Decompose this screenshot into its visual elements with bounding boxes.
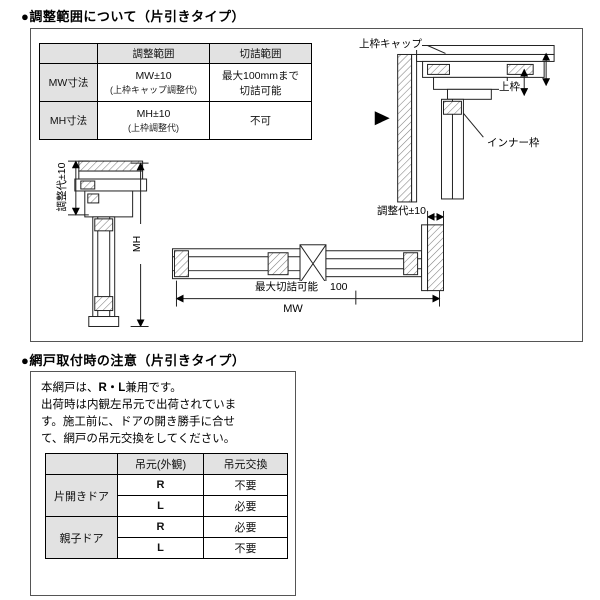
adjustment-range-panel: 調整範囲 切詰範囲 MW寸法 MW±10 (上枠キャップ調整代) 最大100mm… xyxy=(30,28,583,342)
table2-header-exchange: 吊元交換 xyxy=(203,453,288,475)
row-mw-label: MW寸法 xyxy=(39,63,98,102)
table2-header-hinge: 吊元(外観) xyxy=(117,453,204,475)
single-door-r: R xyxy=(117,474,204,496)
adjustment-range-table: 調整範囲 切詰範囲 MW寸法 MW±10 (上枠キャップ調整代) 最大100mm… xyxy=(39,43,312,140)
row-mh-label: MH寸法 xyxy=(39,101,98,140)
table-row: MW寸法 MW±10 (上枠キャップ調整代) 最大100mmまで 切詰可能 xyxy=(39,63,312,102)
double-door-r: R xyxy=(117,516,204,538)
single-door-l-exchange: 必要 xyxy=(203,495,288,517)
hinge-exchange-table: 吊元(外観) 吊元交換 片開きドア R 不要 L 必要 親子ドア R 必要 L … xyxy=(45,453,288,559)
group-single-door-label: 片開きドア xyxy=(45,474,118,517)
note-line1-post: 兼用です。 xyxy=(125,382,182,394)
technical-drawing-linework xyxy=(64,45,555,328)
table1-header-cut: 切詰範囲 xyxy=(209,43,312,64)
row-mw-adjust: MW±10 (上枠キャップ調整代) xyxy=(97,63,210,102)
label-max-cut-text: 最大切詰可能 xyxy=(255,281,318,293)
screen-door-note-panel: 本網戸は、R・L兼用です。出荷時は内観左吊元で出荷されていま す。施工前に、ドア… xyxy=(30,371,296,596)
single-door-r-exchange: 不要 xyxy=(203,474,288,496)
label-mh-dimension: MH xyxy=(131,224,143,264)
table1-header-adjust: 調整範囲 xyxy=(97,43,210,64)
label-top-frame-cap: 上枠キャップ xyxy=(359,38,422,50)
label-max-cut-value: 100 xyxy=(330,281,348,293)
row-mw-adjust-note: (上枠キャップ調整代) xyxy=(110,84,197,95)
table-row: MH寸法 MH±10 (上枠調整代) 不可 xyxy=(39,101,312,140)
label-horizontal-adjust-allowance: 調整代±10 xyxy=(377,205,426,217)
single-door-l: L xyxy=(117,495,204,517)
section2-heading: ●網戸取付時の注意（片引きタイプ） xyxy=(21,353,246,368)
group-double-door-label: 親子ドア xyxy=(45,516,118,559)
label-vertical-adjust-allowance: 調整代±10 xyxy=(56,156,68,218)
table-row: 親子ドア R 必要 xyxy=(45,516,288,559)
row-mh-adjust: MH±10 (上枠調整代) xyxy=(97,101,210,140)
note-line1-pre: 本網戸は、 xyxy=(41,382,99,394)
table-row: 片開きドア R 不要 xyxy=(45,474,288,517)
row-mh-adjust-note: (上枠調整代) xyxy=(128,122,179,133)
table1-corner-cell xyxy=(39,43,98,64)
label-inner-frame: インナー枠 xyxy=(487,137,540,149)
note-line1-bold: R・L xyxy=(98,382,126,394)
double-door-r-exchange: 必要 xyxy=(203,516,288,538)
row-mw-cut: 最大100mmまで 切詰可能 xyxy=(209,63,312,102)
table2-corner-cell xyxy=(45,453,118,475)
table-row: L 不要 xyxy=(46,537,288,559)
double-door-l-exchange: 不要 xyxy=(203,537,288,559)
table-row: L 必要 xyxy=(46,495,288,517)
label-top-frame: 上枠 xyxy=(499,81,520,93)
row-mh-cut: 不可 xyxy=(209,101,312,140)
row-mh-adjust-main: MH±10 xyxy=(136,107,171,120)
double-door-l: L xyxy=(117,537,204,559)
section1-heading: ●調整範囲について（片引きタイプ） xyxy=(21,9,245,24)
label-mw-dimension: MW xyxy=(263,303,323,315)
screen-door-note-text: 本網戸は、R・L兼用です。出荷時は内観左吊元で出荷されていま す。施工前に、ドア… xyxy=(41,380,287,448)
note-rest: 出荷時は内観左吊元で出荷されていま す。施工前に、ドアの開き勝手に合せ て、網戸… xyxy=(41,399,237,445)
row-mw-adjust-main: MW±10 xyxy=(135,69,172,82)
label-max-cut: 最大切詰可能 100 xyxy=(255,281,348,293)
